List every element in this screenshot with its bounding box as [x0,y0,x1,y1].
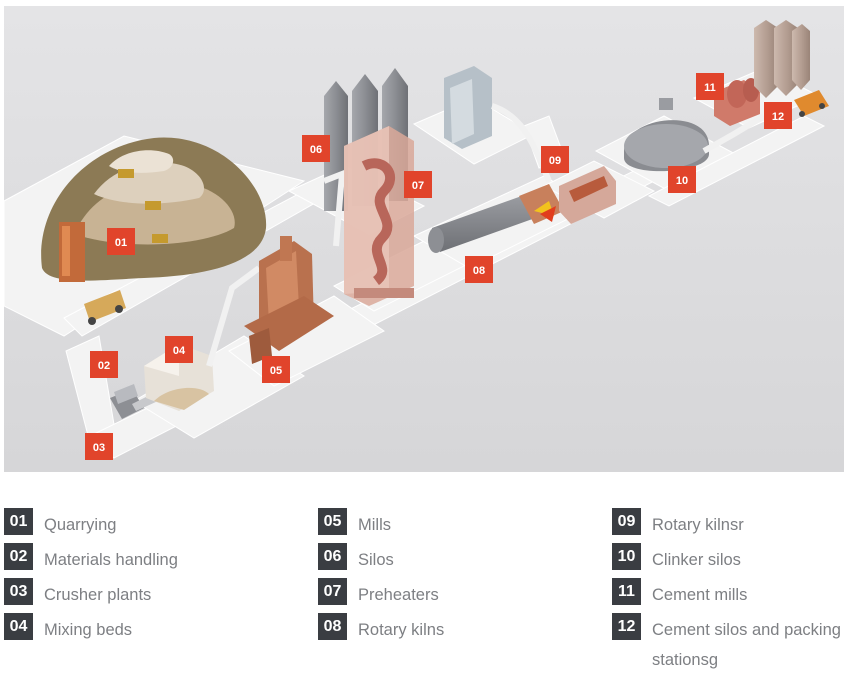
legend-label: Quarrying [44,516,117,534]
raw-mill-illustration [444,66,552,183]
legend-label: Rotary kilns [358,621,445,639]
legend-number: 09 [612,508,641,535]
legend-label: Crusher plants [44,586,152,604]
legend-label: Cement mills [652,586,748,604]
badge-06-label: 06 [310,144,322,156]
badge-05-label: 05 [270,365,282,377]
legend-item: 11 Cement mills [612,578,844,613]
legend-number: 02 [4,543,33,570]
cooler-illustration [559,166,616,224]
legend-number: 03 [4,578,33,605]
badge-09-label: 09 [549,155,561,167]
legend-label: Preheaters [358,586,439,604]
badge-11: 11 [696,73,724,100]
legend-item: 10 Clinker silos [612,543,844,578]
legend-label: Rotary kilnsr [652,516,744,534]
badge-10: 10 [668,166,696,193]
plant-illustration: 01 02 03 04 05 06 07 08 09 10 11 12 [4,6,844,472]
legend-column-1: 01 Quarrying 02 Materials handling 03 Cr… [4,508,294,648]
badge-12-label: 12 [772,111,784,123]
badge-10-label: 10 [676,175,688,187]
legend-column-2: 05 Mills 06 Silos 07 Preheaters 08 Rotar… [318,508,598,648]
badge-05: 05 [262,356,290,383]
cement-mill-illustration [714,78,760,126]
legend-item: 03 Crusher plants [4,578,294,613]
badge-02-label: 02 [98,360,110,372]
badge-08-label: 08 [473,265,485,277]
legend-label: Clinker silos [652,551,741,569]
legend-number: 11 [612,578,641,605]
legend: 01 Quarrying 02 Materials handling 03 Cr… [0,508,848,677]
preheater-illustration [344,126,414,306]
legend-label: Materials handling [44,551,178,569]
legend-label: Mixing beds [44,621,133,639]
badge-08: 08 [465,256,493,283]
legend-item: 07 Preheaters [318,578,598,613]
legend-item: 06 Silos [318,543,598,578]
badge-03-label: 03 [93,442,105,454]
legend-item: 02 Materials handling [4,543,294,578]
rotary-kiln-illustration [428,184,564,253]
legend-item: 01 Quarrying [4,508,294,543]
legend-number: 01 [4,508,33,535]
badge-07: 07 [404,171,432,198]
cement-silos-illustration [754,20,829,117]
badge-04-label: 04 [173,345,186,357]
legend-number: 05 [318,508,347,535]
badge-03: 03 [85,433,113,460]
badge-02: 02 [90,351,118,378]
badge-01: 01 [107,228,135,255]
legend-label: Silos [358,551,394,569]
legend-label: Mills [358,516,391,534]
quarry-illustration [41,137,267,325]
badge-12: 12 [764,102,792,129]
badge-09: 09 [541,146,569,173]
badge-04: 04 [165,336,193,363]
legend-number: 12 [612,613,641,640]
legend-item: 09 Rotary kilnsr [612,508,844,543]
legend-column-3: 09 Rotary kilnsr 10 Clinker silos 11 Cem… [612,508,844,673]
badge-07-label: 07 [412,180,424,192]
legend-number: 08 [318,613,347,640]
legend-number: 10 [612,543,641,570]
clinker-silo-illustration [624,98,766,172]
legend-item: 04 Mixing beds [4,613,294,648]
badge-06: 06 [302,135,330,162]
legend-number: 07 [318,578,347,605]
mill-illustration [244,236,334,364]
legend-item: 12 Cement silos and packing stationsg [612,613,844,673]
legend-item: 05 Mills [318,508,598,543]
legend-label: Cement silos and packing stationsg [652,621,841,669]
legend-number: 06 [318,543,347,570]
legend-number: 04 [4,613,33,640]
legend-item: 08 Rotary kilns [318,613,598,648]
crusher-mixing-illustration [110,265,261,419]
badge-11-label: 11 [704,82,716,94]
badge-01-label: 01 [115,237,127,249]
